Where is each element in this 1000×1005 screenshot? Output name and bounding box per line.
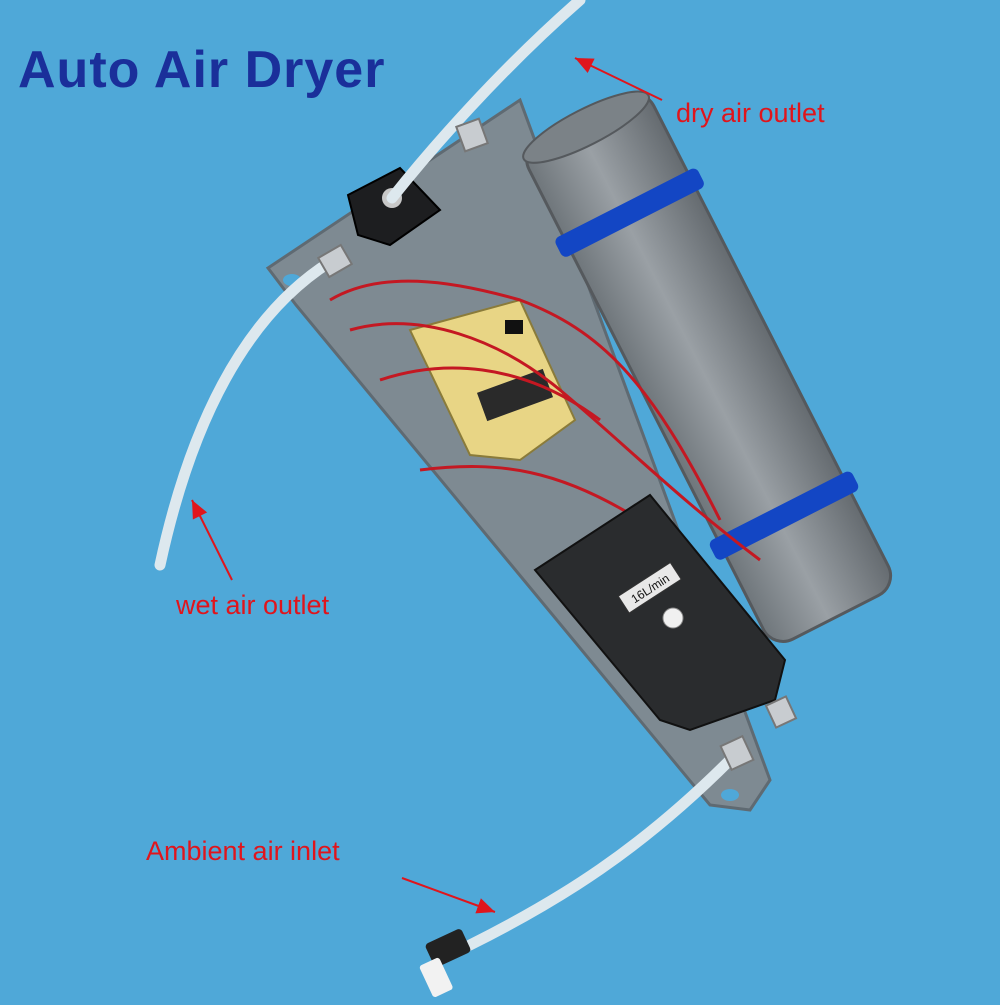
red-wires xyxy=(329,279,761,562)
inlet-filter xyxy=(419,929,471,997)
annotation-arrows xyxy=(191,57,663,914)
blue-clip xyxy=(709,471,859,560)
blue-clip xyxy=(555,168,704,257)
dry-air-outlet-label: dry air outlet xyxy=(676,98,825,128)
dry-outlet-arrow xyxy=(574,57,663,101)
drying-cylinder xyxy=(522,90,893,643)
image-title: Auto Air Dryer xyxy=(18,41,386,99)
fittings xyxy=(316,117,798,772)
inlet-arrow xyxy=(401,877,496,914)
inlet-tube xyxy=(464,754,736,951)
wet-air-tube xyxy=(154,256,336,571)
mounting-hole xyxy=(721,789,739,801)
air-compressor: 16L/min xyxy=(533,493,787,732)
air-tubing xyxy=(154,0,736,951)
wet-outlet-arrow xyxy=(191,499,233,581)
ambient-air-inlet-label: Ambient air inlet xyxy=(146,836,340,866)
wet-air-outlet-label: wet air outlet xyxy=(176,590,330,620)
